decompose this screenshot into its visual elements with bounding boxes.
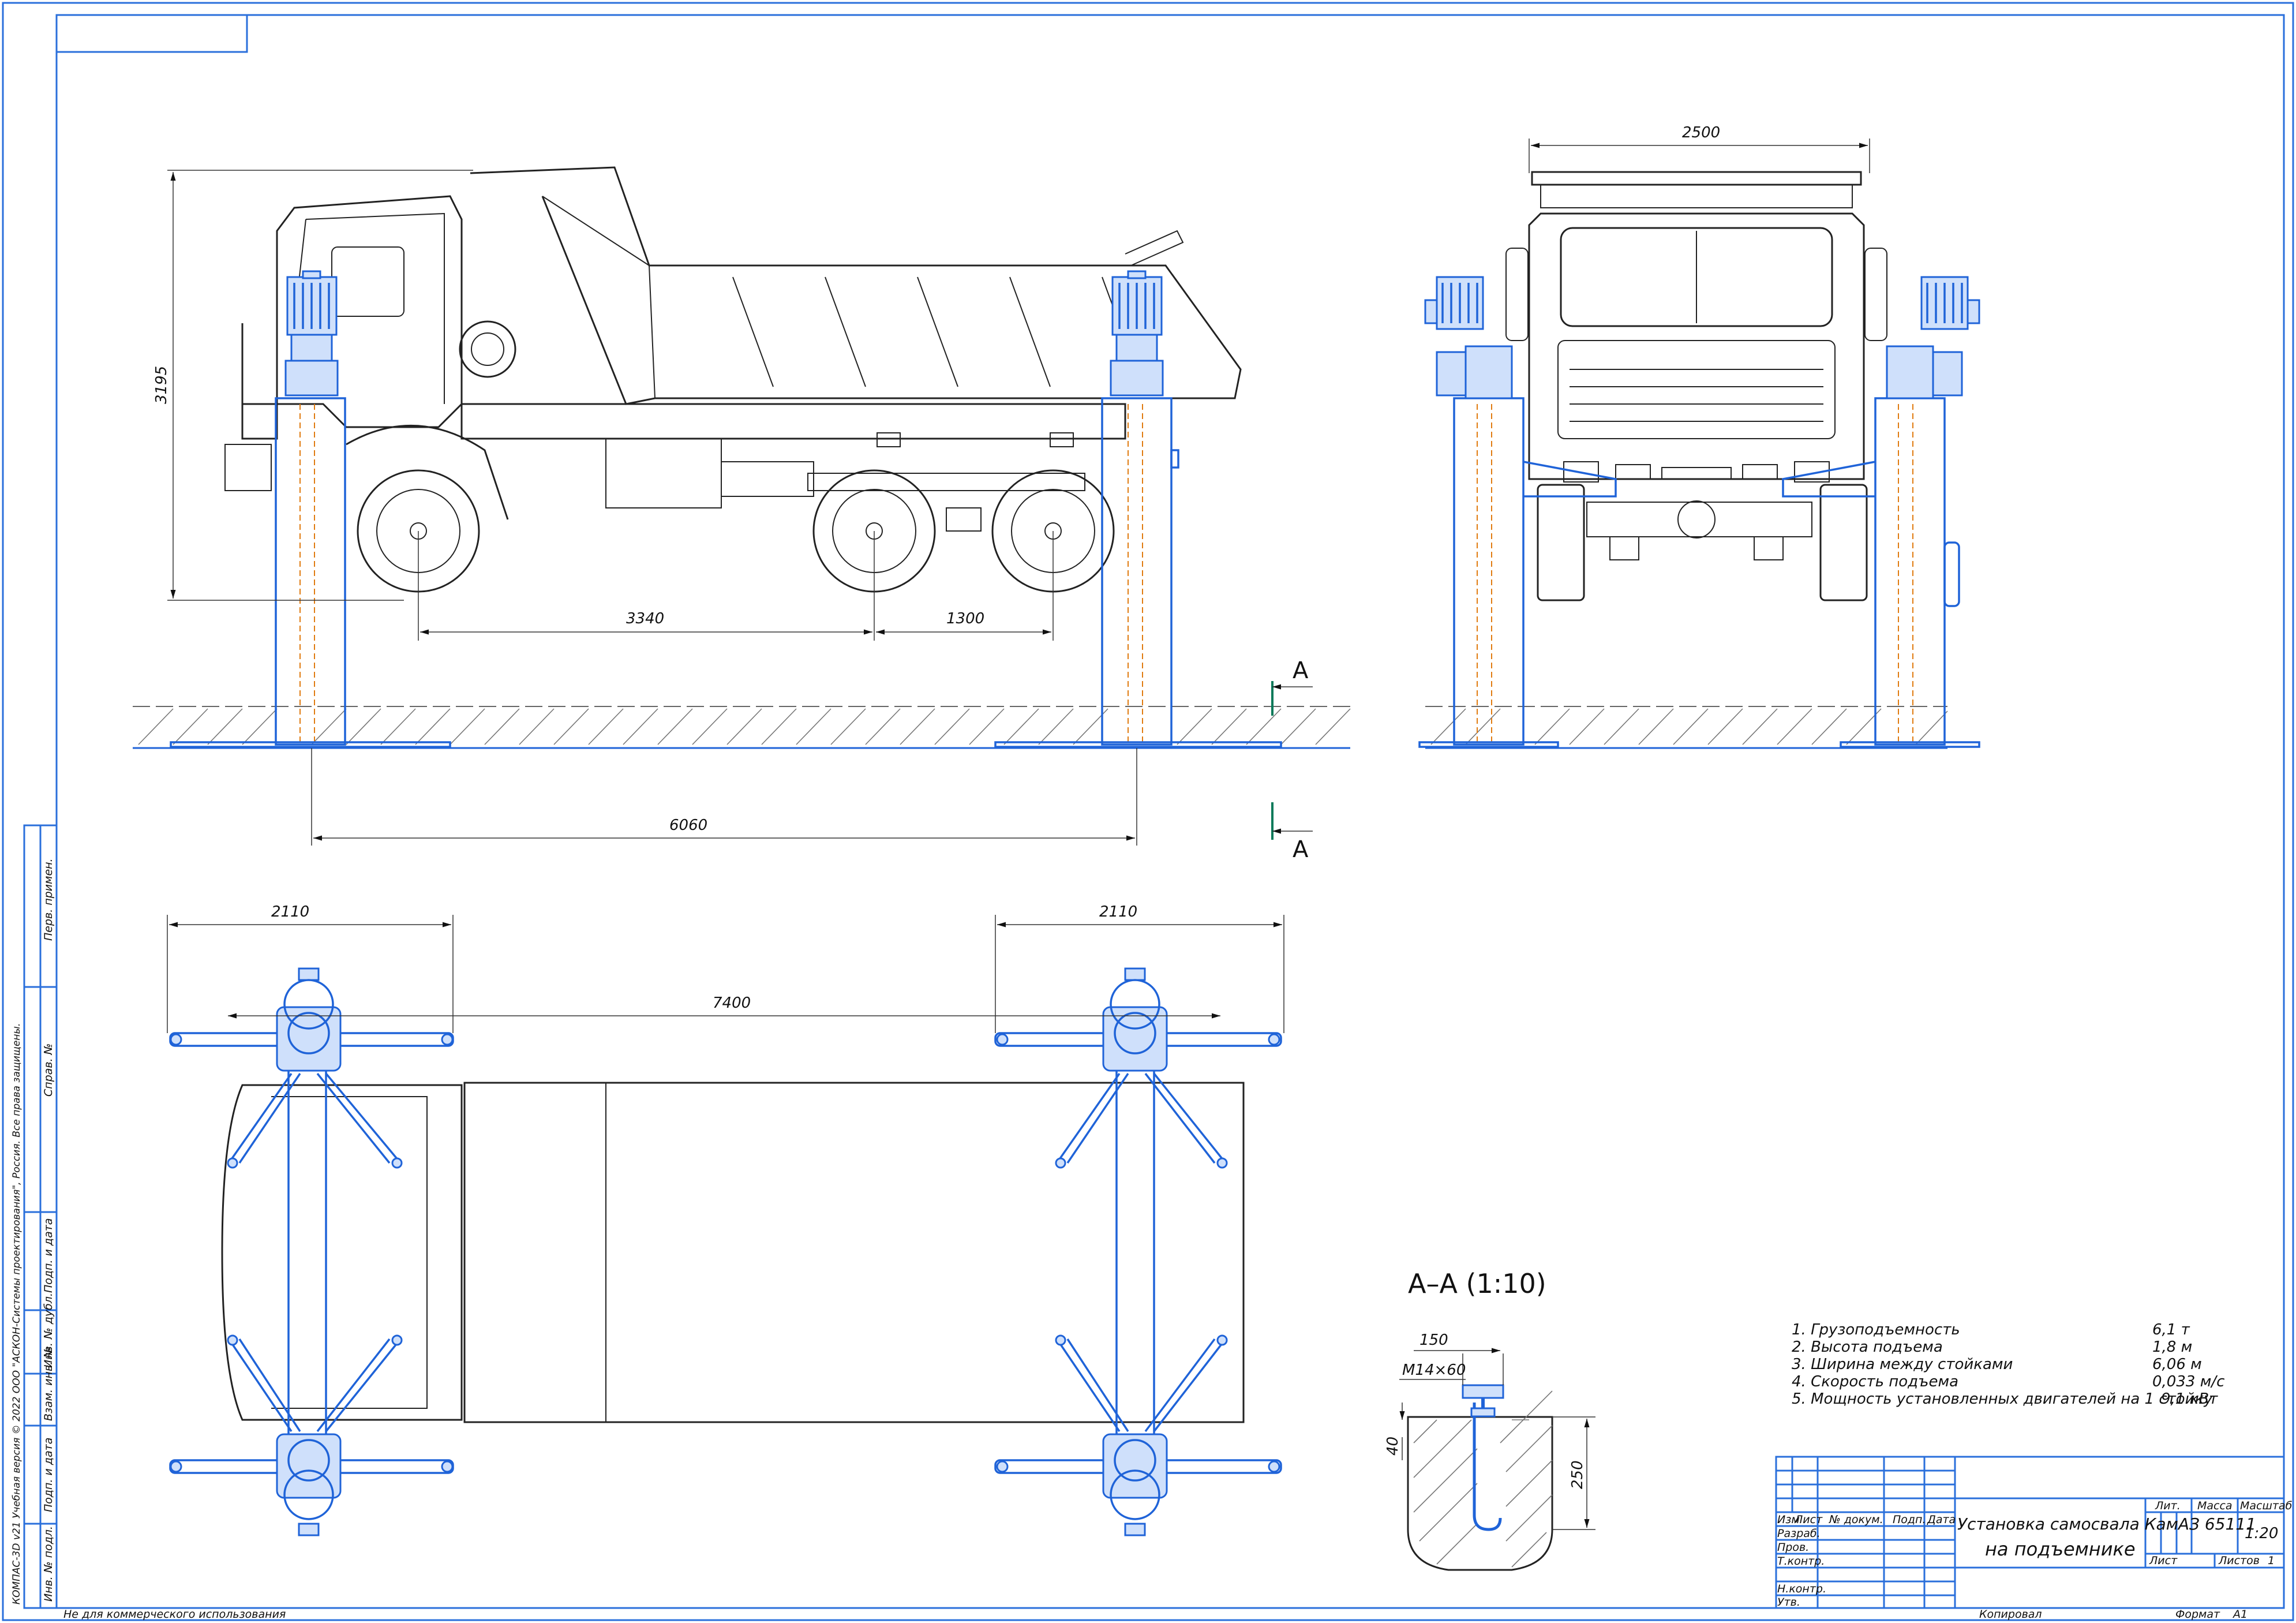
plan-lift-left xyxy=(169,967,454,1536)
dim-section-depth-text: 250 xyxy=(1569,1460,1586,1489)
spec-3-value: 6,06 м xyxy=(2152,1356,2202,1373)
plan-dimensions: 2110 2110 7400 xyxy=(167,903,1284,1033)
stamp-vzam-inv: Взам. инв. № xyxy=(42,1347,55,1421)
stamp-perv-primen: Перв. примен. xyxy=(42,858,55,941)
side-stamp-labels: Перв. примен. Справ. № Подп. и дата Инв.… xyxy=(11,858,55,1605)
tb-col-izm: Изм xyxy=(1777,1513,1800,1526)
spec-3-label: 3. Ширина между стойками xyxy=(1792,1356,2013,1373)
dimension-post-distance: 6060 xyxy=(311,748,1137,846)
ground-hatch-side xyxy=(133,706,1351,749)
tb-title-line1: Установка самосвала КамАЗ 65111 xyxy=(1957,1514,2256,1534)
tb-row-tkontr: Т.контр. xyxy=(1777,1555,1825,1568)
stamp-sprav: Справ. № xyxy=(42,1044,55,1097)
plan-view: 2110 2110 7400 xyxy=(167,903,1284,1536)
ground-hatch-front xyxy=(1425,706,1948,749)
tb-sheets-value: 1 xyxy=(2268,1554,2275,1567)
dim-wheelbase-front-text: 3340 xyxy=(626,610,664,627)
dim-section-bolt-text: M14×60 xyxy=(1402,1362,1466,1379)
dim-height-text: 3195 xyxy=(153,366,170,404)
dim-plan-right-text: 2110 xyxy=(1099,903,1137,921)
stamp-inv-dubl: Инв. № дубл. xyxy=(42,1293,55,1368)
spec-2-label: 2. Высота подъема xyxy=(1792,1338,1943,1356)
dim-section-top-text: 40 xyxy=(1384,1437,1402,1456)
dimension-front-width: 2500 xyxy=(1529,124,1870,173)
section-aa: А–А (1:10) 150 M14×60 40 250 xyxy=(1384,1268,1595,1571)
stamp-inv-podl: Инв. № подл. xyxy=(42,1526,55,1602)
spec-1-label: 1. Грузоподъемность xyxy=(1792,1321,1960,1338)
lift-post-right-side xyxy=(994,270,1282,748)
lift-post-left-front xyxy=(1418,276,1617,748)
dim-wheelbase-rear-text: 1300 xyxy=(946,610,984,627)
side-view: 3195 3340 1300 6060 А А xyxy=(133,166,1351,863)
specifications: 1. Грузоподъемность 6,1 т 2. Высота подъ… xyxy=(1792,1321,2224,1408)
stamp-podp-data-1: Подп. и дата xyxy=(42,1218,55,1293)
spec-2-value: 1,8 м xyxy=(2152,1338,2192,1356)
front-view: 2500 xyxy=(1418,124,1980,749)
dim-post-distance-text: 6060 xyxy=(669,817,707,834)
tb-scale-value: 1:20 xyxy=(2245,1525,2278,1542)
dimension-wheelbase: 3340 1300 xyxy=(418,531,1054,641)
dim-front-width-text: 2500 xyxy=(1682,124,1720,141)
dim-section-w-text: 150 xyxy=(1419,1332,1448,1349)
dim-plan-left-text: 2110 xyxy=(271,903,309,921)
tb-copied: Копировал xyxy=(1979,1608,2042,1621)
spec-1-value: 6,1 т xyxy=(2152,1321,2190,1338)
spec-4-value: 0,033 м/с xyxy=(2152,1373,2224,1390)
section-marker: А А xyxy=(1271,657,1313,863)
tb-scale-label: Масштаб xyxy=(2240,1499,2293,1512)
truck-side xyxy=(224,166,1242,593)
tb-sheet-label: Лист xyxy=(2149,1554,2178,1567)
section-marker-bottom: А xyxy=(1293,836,1309,863)
tb-row-utv: Утв. xyxy=(1777,1596,1800,1609)
tb-title-line2: на подъемнике xyxy=(1985,1538,2136,1560)
lift-post-left-side xyxy=(170,270,451,748)
tb-col-list: Лист xyxy=(1794,1513,1823,1526)
tb-col-sign: Подп. xyxy=(1893,1513,1926,1526)
tb-format-value: А1 xyxy=(2232,1608,2248,1621)
copyright-text: КОМПАС-3D v21 Учебная версия © 2022 ООО … xyxy=(11,1023,23,1605)
tb-col-doc: № докум. xyxy=(1829,1513,1883,1526)
section-dimensions: 150 M14×60 40 250 xyxy=(1384,1332,1595,1530)
title-block: Изм Лист № докум. Подп. Дата Разраб. Про… xyxy=(1775,1456,2293,1621)
dim-plan-total-text: 7400 xyxy=(713,994,751,1012)
spec-5-value: 9,1 кВт xyxy=(2161,1390,2218,1408)
tb-format-label: Формат xyxy=(2175,1608,2220,1621)
lift-post-right-front xyxy=(1782,276,1980,748)
section-marker-top: А xyxy=(1293,657,1309,684)
plan-lift-right xyxy=(994,967,1282,1536)
spec-4-label: 4. Скорость подъема xyxy=(1792,1373,1958,1390)
tb-row-razrab: Разраб. xyxy=(1777,1527,1821,1540)
truck-front xyxy=(1505,171,1887,601)
tb-lit: Лит. xyxy=(2155,1499,2181,1512)
stamp-podp-data-2: Подп. и дата xyxy=(42,1438,55,1512)
tb-mass: Масса xyxy=(2197,1499,2233,1512)
tb-row-nkontr: Н.контр. xyxy=(1777,1583,1826,1595)
truck-plan xyxy=(221,1082,1245,1423)
tb-col-date: Дата xyxy=(1927,1513,1956,1526)
dimension-height: 3195 xyxy=(153,170,473,601)
spec-5-label: 5. Мощность установленных двигателей на … xyxy=(1792,1390,2213,1408)
noncommercial-text: Не для коммерческого использования xyxy=(63,1608,286,1621)
section-title: А–А (1:10) xyxy=(1408,1268,1546,1299)
tb-sheets-label: Листов xyxy=(2218,1554,2260,1567)
tb-row-prov: Пров. xyxy=(1777,1541,1809,1554)
